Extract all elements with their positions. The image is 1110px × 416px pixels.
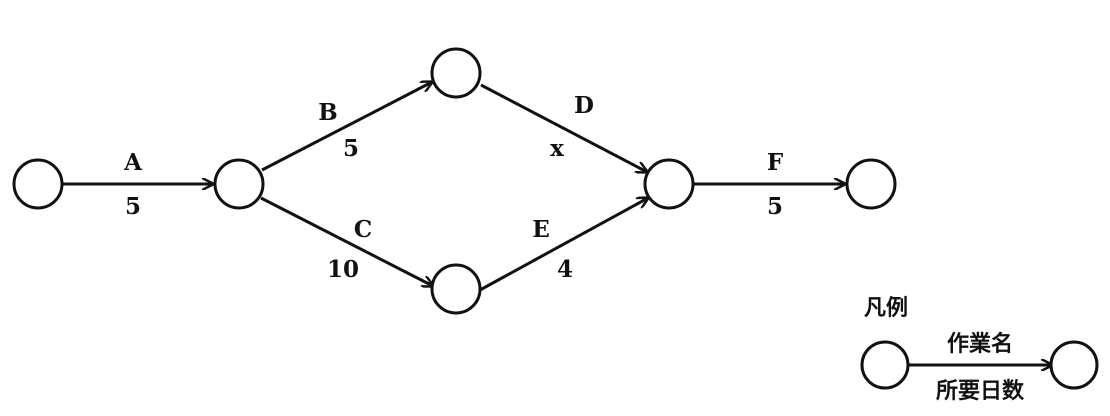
legend-end-node: [1049, 340, 1099, 390]
legend: 凡例 作業名 所要日数: [860, 296, 1099, 404]
edge-b-name: B: [318, 99, 337, 126]
edge-f-duration: 5: [767, 193, 783, 220]
legend-title: 凡例: [864, 296, 908, 321]
edge-c: [260, 196, 433, 286]
node-1: [12, 158, 64, 210]
node-6: [845, 158, 897, 210]
node-3: [430, 47, 482, 99]
edge-e-duration: 4: [557, 256, 573, 283]
edge-e: [479, 198, 648, 292]
edge-c-name: C: [354, 216, 372, 243]
edge-a-name: A: [123, 149, 143, 176]
edge-e-name: E: [532, 216, 550, 243]
legend-start-node: [860, 340, 910, 390]
edge-b-duration: 5: [343, 135, 359, 162]
node-5: [643, 158, 695, 210]
edge-d-name: D: [574, 92, 594, 119]
legend-task-name: 作業名: [947, 331, 1013, 357]
edge-a-duration: 5: [125, 193, 141, 220]
edge-c-duration: 10: [327, 256, 359, 283]
node-4: [430, 263, 482, 315]
edge-f-name: F: [767, 149, 784, 176]
edge-d: [480, 83, 647, 172]
edge-b: [261, 82, 432, 172]
edge-d-duration: x: [550, 135, 564, 162]
node-2: [213, 158, 265, 210]
legend-duration: 所要日数: [936, 378, 1025, 404]
